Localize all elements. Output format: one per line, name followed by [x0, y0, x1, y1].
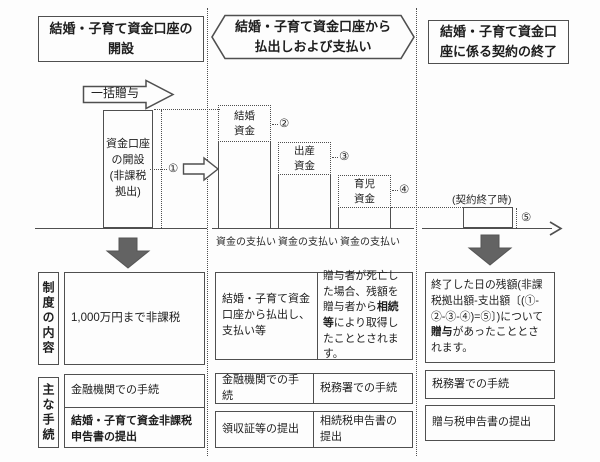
lump-gift-label: 一括贈与 [91, 86, 140, 100]
phase-header-end: 結婚・子育て資金口 座に係る契約の終了 [428, 20, 569, 64]
procedure-payout-doc-text: 領収証等の提出 [222, 422, 299, 435]
step1-arrow [182, 156, 220, 182]
baseline-arrowhead [549, 221, 563, 236]
system-cell-open: 1,000万円まで非課税 [64, 272, 205, 365]
step1-dotted-connector [150, 169, 167, 170]
contract-end-remainder-box [463, 207, 513, 228]
childcare-fund-remainder-bar [338, 208, 391, 228]
system-cell-open-text: 1,000万円まで非課税 [71, 312, 181, 325]
payment-label-3: 資金の支払い [340, 237, 400, 248]
system-cell-end-post: があったこととされます。 [431, 326, 539, 354]
procedure-death-doc-text: 相続税申告書の提出 [320, 414, 397, 443]
payment-label-2: 資金の支払い [278, 237, 338, 248]
step2-marker: ② [279, 118, 290, 130]
system-cell-end: 終了した日の残額(非課税拠出額-支出額〔(①-②-③-④)=⑤〕)について贈与が… [425, 272, 555, 363]
system-cell-payout: 結婚・子育て資金口座から払出し、支払い等 [215, 272, 318, 360]
procedure-cell-end-place: 税務署での手続 [425, 370, 555, 399]
childcare-fund-box: 育児 資金 [338, 175, 391, 208]
step5-dotted-connector [516, 208, 517, 228]
system-cell-death-pre: 贈与者が死亡した場合、残額を贈与者から [323, 270, 399, 314]
column-divider-left [207, 8, 208, 456]
childbirth-fund-box: 出産 資金 [278, 142, 331, 175]
procedure-cell-death-place: 税務署での手続 [313, 373, 413, 404]
phase-header-payout-banner [211, 14, 415, 60]
procedure-cell-payout-doc: 領収証等の提出 [215, 411, 314, 448]
step4-dotted-connector [392, 190, 398, 191]
row-label-system: 制度の内容 [38, 272, 59, 365]
marriage-fund-box: 結婚 資金 [218, 105, 271, 142]
procedure-open-doc: 結婚・子育て資金非課税申告書の提出 [71, 414, 192, 443]
system-cell-payout-text: 結婚・子育て資金口座から払出し、支払い等 [222, 293, 310, 337]
dotted-remainder-line [391, 207, 463, 208]
step1-marker: ① [168, 163, 179, 175]
procedure-payout-place-text: 金融機関での手続 [222, 373, 299, 402]
lump-gift-arrow [82, 79, 175, 110]
dotted-carryover-line [154, 109, 220, 110]
column-divider-right [416, 8, 417, 456]
baseline-end [422, 228, 552, 229]
system-cell-death-post: により取得したこととされます。 [323, 317, 399, 361]
baseline-payout [212, 228, 414, 229]
row-label-procedures: 主な手続 [38, 377, 59, 448]
childbirth-fund-remainder-bar [278, 175, 331, 228]
system-cell-death: 贈与者が死亡した場合、残額を贈与者から相続等により取得したこととされます。 [317, 270, 413, 361]
account-opening-bar: 資金口座 の開設 (非課税 拠出) [103, 110, 153, 228]
system-cell-end-pre: 終了した日の残額(非課税拠出額-支出額〔(①-②-③-④)=⑤〕)について [431, 279, 544, 323]
contract-end-note: (契約終了時) [452, 194, 512, 206]
procedure-cell-payout-place: 金融機関での手続 [215, 373, 314, 404]
procedure-open-place: 金融機関での手続 [65, 375, 204, 408]
procedure-end-doc-text: 贈与税申告書の提出 [432, 416, 531, 429]
down-arrow-end [467, 234, 513, 266]
phase-header-payout: 結婚・子育て資金口座から 払出しおよび支払い [234, 18, 391, 54]
step3-dotted-connector [332, 157, 338, 158]
procedure-end-place-text: 税務署での手続 [432, 377, 509, 390]
system-cell-death-bold: 相続等 [323, 301, 399, 329]
payment-label-1: 資金の支払い [216, 237, 276, 248]
step4-marker: ④ [399, 184, 410, 196]
step3-marker: ③ [339, 151, 350, 163]
procedure-death-place-text: 税務署での手続 [320, 381, 397, 394]
phase-header-open: 結婚・子育て資金口座の 開設 [38, 16, 204, 62]
step2-dotted-connector [272, 124, 278, 125]
down-arrow-open [105, 237, 151, 269]
system-cell-end-bold: 贈与 [431, 326, 453, 339]
procedure-cell-death-doc: 相続税申告書の提出 [313, 411, 413, 448]
marriage-fund-remainder-bar [218, 142, 271, 228]
step5-marker: ⑤ [521, 212, 532, 224]
procedure-cell-open: 金融機関での手続 結婚・子育て資金非課税申告書の提出 [64, 374, 205, 448]
baseline-open [35, 228, 207, 229]
procedure-cell-end-doc: 贈与税申告書の提出 [425, 405, 555, 441]
